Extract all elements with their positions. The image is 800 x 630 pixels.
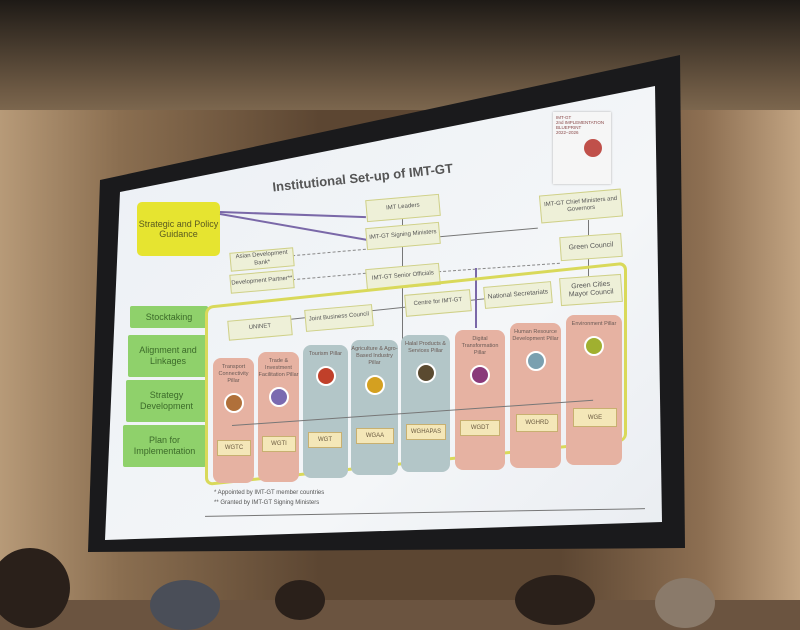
audience-head	[150, 580, 220, 630]
pillar-transport: Transport Connectivity Pillar	[213, 358, 254, 483]
audience-head	[275, 580, 325, 620]
wg-box: WGAA	[356, 428, 394, 444]
tourism-icon	[315, 366, 336, 387]
stage-strategy: Strategy Development	[126, 380, 207, 422]
wg-box: WGTI	[262, 436, 296, 452]
wg-box: WGTC	[217, 440, 251, 456]
hrd-icon	[525, 351, 546, 372]
senior-centre-arrow	[475, 268, 477, 328]
trade-icon	[268, 387, 289, 408]
footnote: * Appointed by IMT-GT member countries	[214, 490, 325, 496]
blueprint-logo: IMT-GT 2nd IMPLEMENTATION BLUEPRINT 2022…	[553, 112, 611, 184]
pillar-tourism: Tourism Pillar	[303, 345, 348, 478]
pillar-hrd: Human Resource Development Pillar	[510, 323, 561, 468]
pillar-environment: Environment Pillar	[566, 315, 622, 465]
footnote: ** Granted by IMT-GT Signing Ministers	[214, 500, 320, 506]
pillar-digital: Digital Transformation Pillar	[455, 330, 505, 470]
strategic-policy-guidance: Strategic and Policy Guidance	[137, 202, 220, 256]
audience-head	[0, 548, 70, 628]
stage-alignment: Alignment and Linkages	[128, 335, 208, 377]
pillar-agriculture: Agriculture & Agro-Based Industry Pillar	[351, 340, 398, 475]
pillar-halal: Halal Products & Services Pillar	[401, 335, 450, 472]
wg-box: WGT	[308, 432, 342, 448]
pillar-trade: Trade & Investment Facilitation Pillar	[258, 352, 299, 482]
wg-box: WGHAPAS	[406, 424, 446, 440]
stage-plan: Plan for Implementation	[123, 425, 206, 467]
audience-head	[515, 575, 595, 625]
audience-head	[655, 578, 715, 628]
environment-icon	[584, 336, 604, 357]
agriculture-icon	[364, 375, 385, 396]
halal-icon	[415, 363, 436, 384]
stage-stocktaking: Stocktaking	[130, 306, 208, 328]
wg-box: WGDT	[460, 420, 500, 436]
transport-icon	[223, 393, 244, 414]
wg-box: WGE	[573, 408, 617, 427]
wg-box: WGHRD	[516, 414, 558, 432]
node-green-council: Green Council	[559, 232, 623, 262]
digital-icon	[470, 365, 490, 386]
